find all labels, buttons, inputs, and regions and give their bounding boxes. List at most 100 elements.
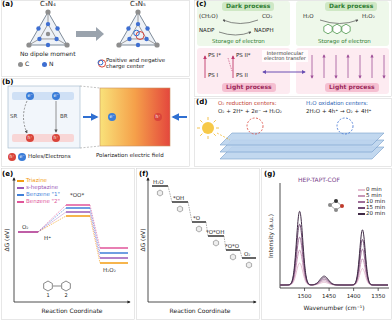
label-text: 2H₂O + 4h⁺ → O₂ + 4H⁺ <box>306 108 371 114</box>
label-text: *OH <box>173 195 184 201</box>
label-text: *O <box>193 215 200 221</box>
energy-level <box>18 231 38 233</box>
legend-text: C <box>25 61 29 68</box>
benzene-ring <box>62 281 71 291</box>
energy-level <box>66 207 90 209</box>
energy-level <box>100 262 128 264</box>
transform-arrow <box>76 27 104 41</box>
level-connector <box>90 212 100 258</box>
field-arrow <box>173 116 187 118</box>
level-connector <box>90 208 100 253</box>
y-axis <box>280 183 281 288</box>
sun-ray <box>214 120 216 122</box>
excitation-arrow <box>205 56 206 78</box>
label-text: PS II* <box>236 52 251 58</box>
panel-letter: (e) <box>2 171 13 179</box>
nitrogen-atom <box>54 37 58 41</box>
tick <box>329 288 330 291</box>
bond <box>53 286 61 287</box>
label-text: Storage of electron <box>318 38 371 44</box>
nitrogen-atom <box>37 37 41 41</box>
nitrogen-atom <box>136 43 140 47</box>
framework-triangle <box>29 12 67 45</box>
level-connector <box>90 205 100 248</box>
hole <box>154 113 162 121</box>
sun-ray <box>214 134 216 136</box>
legend-text: s-heptazine <box>26 184 58 190</box>
carbon-atom <box>135 9 140 14</box>
panel-frame <box>2 169 135 320</box>
nitrogen-atom <box>126 26 130 30</box>
process-band: Light process <box>222 83 276 92</box>
label-text: PS I* <box>208 52 221 58</box>
spectrum-curve <box>280 211 388 285</box>
label-text: 1450 <box>322 293 336 299</box>
label-text: *OO* <box>70 192 84 198</box>
legend-sample <box>98 60 105 67</box>
legend-swatch <box>358 207 365 209</box>
spectrum-curve <box>280 224 388 285</box>
label-text: HEP-TAPT-COF <box>298 177 340 184</box>
carbon-atom <box>45 9 50 14</box>
hole <box>26 134 34 142</box>
level-connector <box>240 250 242 258</box>
label-text: ΔG (eV) <box>140 228 147 251</box>
legend-text: 20 min <box>366 210 385 216</box>
charge-channel <box>336 55 337 78</box>
label-text: h⁺ <box>9 155 14 160</box>
nitrogen-atom <box>55 26 59 30</box>
panel-frame <box>137 169 260 320</box>
intermediate-icon <box>157 190 162 196</box>
level-connector <box>38 208 66 232</box>
atom <box>334 208 338 212</box>
label-text: Polarization electric field <box>96 152 164 158</box>
energy-level <box>226 249 240 251</box>
label-text: h⁺ <box>155 115 160 120</box>
hole <box>8 153 16 161</box>
hole <box>52 134 60 142</box>
label-text: H₂O₂ <box>362 13 375 19</box>
label-text: O₂ <box>22 224 29 230</box>
nitrogen-atom <box>36 26 40 30</box>
level-connector <box>90 216 100 263</box>
label-text: ΔG (eV) <box>4 228 11 251</box>
legend-swatch <box>17 194 24 196</box>
anthraquinone-ring <box>333 24 341 34</box>
label-text: e⁻ <box>27 94 32 99</box>
atom <box>334 199 338 203</box>
label-text: Reaction Coordinate <box>170 308 231 315</box>
process-band: Dark process <box>222 2 274 11</box>
level-connector <box>38 205 66 232</box>
x-axis <box>280 288 389 289</box>
label-text: BR <box>60 113 68 119</box>
legend-text: 15 min <box>366 204 385 210</box>
negative-center <box>134 30 140 36</box>
charge-channel <box>384 55 385 78</box>
label-text: C₃N₄ <box>40 1 56 9</box>
panel-frame <box>2 1 190 77</box>
carbon-atom <box>26 42 31 47</box>
legend-swatch <box>17 201 24 203</box>
label-text: PS II <box>236 72 248 78</box>
legend-text: 10 min <box>366 198 385 204</box>
sun <box>202 122 214 134</box>
polarization-field <box>100 88 170 146</box>
atom <box>340 204 344 208</box>
light-region <box>296 48 389 94</box>
legend-text: Positive and negative charge center <box>106 57 184 69</box>
zoom-line <box>80 86 100 88</box>
label-text: 1 <box>46 293 49 299</box>
level-connector <box>188 202 192 222</box>
panel-letter: (g) <box>264 171 275 179</box>
atom <box>328 203 332 207</box>
sun-ray <box>197 128 200 129</box>
y-axis <box>148 178 149 302</box>
nitrogen-atom <box>46 22 50 26</box>
band-heading: Light process <box>226 84 272 91</box>
label-text: O₂ + 2H⁺ + 2e⁻ → H₂O₂ <box>218 108 282 114</box>
level-connector <box>168 186 172 202</box>
label-text: H₂O₂ <box>103 267 116 273</box>
energy-level <box>66 211 90 213</box>
tick <box>304 288 305 291</box>
nitrogen-atom <box>127 37 131 41</box>
